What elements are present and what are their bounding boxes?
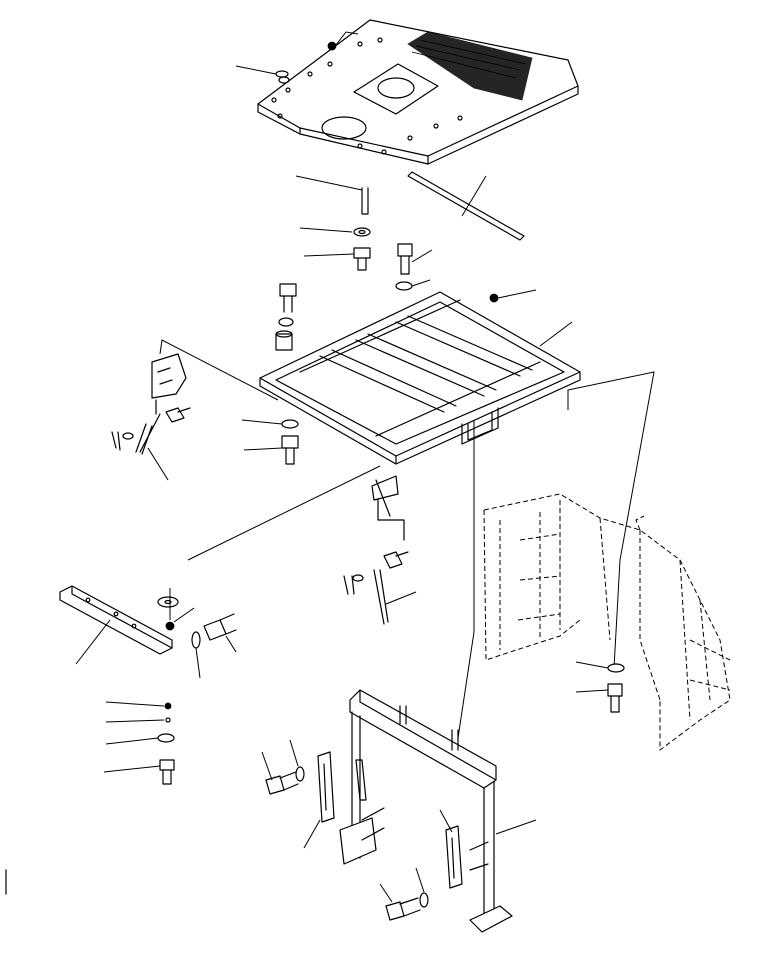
left-hinge-bracket: [111, 339, 279, 481]
top-cover-plate: [235, 19, 579, 165]
seat-stand: [303, 689, 537, 933]
frame-fasteners: [241, 419, 299, 465]
stand-fasteners: [261, 739, 429, 921]
cab-frame-phantom: [483, 371, 731, 751]
seal-strip: [407, 171, 525, 241]
upper-fasteners: [275, 175, 537, 351]
center-stay: [187, 465, 417, 625]
right-fasteners: [575, 661, 625, 713]
left-rail: [59, 585, 237, 785]
seat-frame: [259, 291, 581, 739]
